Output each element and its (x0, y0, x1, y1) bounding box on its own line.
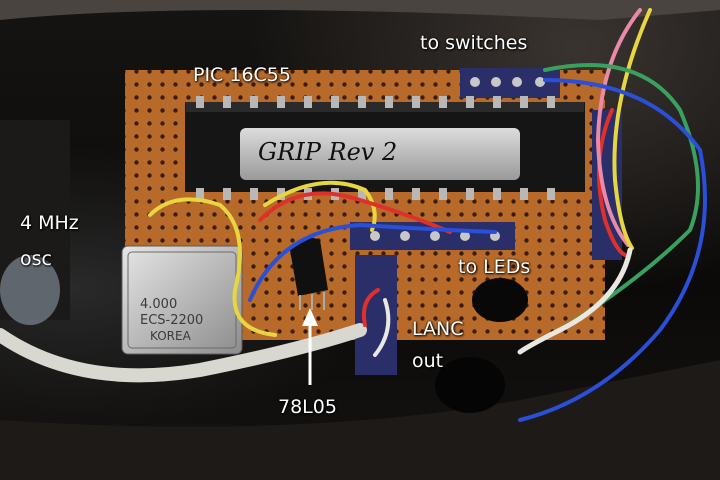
jack-socket-2 (435, 357, 505, 413)
label-switches: to switches (420, 32, 528, 54)
enclosure-bottom-edge (0, 360, 720, 480)
chip-marking: GRIP Rev 2 (258, 138, 398, 166)
switch-header (460, 68, 560, 98)
wire-pink (595, 8, 642, 247)
jack-socket (472, 278, 528, 322)
wire-lanc-white (373, 298, 391, 357)
wire-yellow (148, 197, 277, 337)
label-leds: to LEDs (458, 256, 531, 278)
wire-red-right (596, 108, 627, 257)
enclosure-top-edge (0, 0, 720, 20)
label-lanc-line2: out (412, 350, 444, 372)
wire-white-cable (0, 323, 367, 383)
label-pic: PIC 16C55 (193, 64, 291, 86)
chip-label-sticker (240, 128, 520, 180)
wires (0, 8, 707, 422)
regulator (290, 237, 328, 310)
label-osc-line1: 4 MHz (20, 212, 79, 234)
label-osc-line2: osc (20, 248, 52, 270)
wire-white-right (517, 247, 633, 355)
glue-blob (0, 255, 60, 325)
wire-green (543, 63, 700, 332)
pic-chip (185, 96, 585, 200)
lanc-connector (355, 255, 397, 375)
wire-yellow-right (612, 8, 652, 250)
label-regulator: 78L05 (278, 396, 337, 418)
wire-red (258, 191, 452, 234)
wire-yellow-2 (263, 180, 377, 232)
crystal-marking-1: 4.000 (140, 297, 178, 312)
regulator-arrow (302, 308, 318, 385)
wire-blue-right (518, 78, 707, 422)
crystal-marking-2: ECS-2200 (140, 313, 204, 328)
wire-blue (248, 222, 497, 302)
label-lanc-line1: LANC (412, 318, 464, 340)
crystal-marking-3: KOREA (150, 329, 191, 343)
wire-lanc-red (361, 288, 380, 327)
